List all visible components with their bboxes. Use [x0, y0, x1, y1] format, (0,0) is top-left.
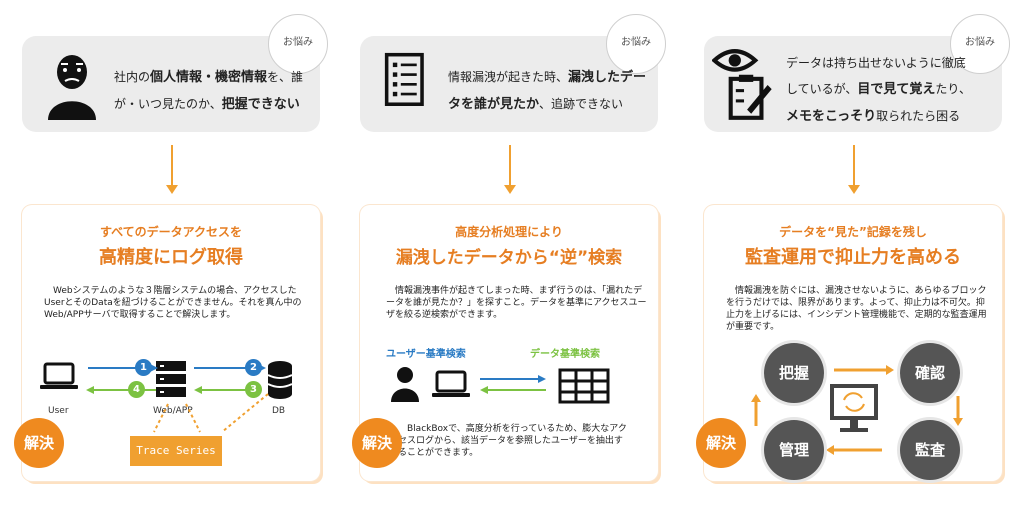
problem-text: データは持ち出せないように徹底 しているが、目で見て覚えたり、 メモをこっそり取… — [786, 56, 971, 124]
problem-card: お悩み 情報漏洩が起きた時、漏洩したデー タを誰が見たか、追跡できない — [360, 14, 666, 132]
column-log-acquisition: お悩み 社内の個人情報・機密情報を、誰 が・いつ見たのか、把握できない すべての… — [14, 0, 328, 507]
down-arrow-icon — [504, 145, 516, 195]
problem-text: 情報漏洩が起きた時、漏洩したデー タを誰が見たか、追跡できない — [448, 70, 647, 112]
eye-clipboard-icon — [712, 49, 772, 120]
search-arrows — [480, 375, 546, 394]
step-1-badge: 1 — [135, 359, 152, 376]
laptop-icon — [40, 362, 78, 389]
column-reverse-search: お悩み 情報漏洩が起きた時、漏洩したデー タを誰が見たか、追跡できない 高度分析… — [352, 0, 666, 507]
laptop-icon — [432, 370, 470, 397]
cycle-manage: 管理 — [764, 420, 824, 480]
step-2-badge: 2 — [245, 359, 262, 376]
problem-card: お悩み 社内の個人情報・機密情報を、誰 が・いつ見たのか、把握できない — [22, 14, 328, 132]
solution-badge: 解決 — [352, 418, 402, 468]
user-search-label: ユーザー基準検索 — [386, 349, 466, 360]
db-label: DB — [272, 406, 286, 416]
problem-card: お悩み データは持ち出せないように徹底 しているが、目で見て覚えたり、 メモをこ… — [704, 14, 1010, 132]
solution-body: Webシステムのような３階層システムの場合、アクセスしたUserとそのDataを… — [44, 286, 302, 320]
user-icon — [391, 367, 419, 402]
solution-title: 漏洩したデータから“逆”検索 — [395, 248, 623, 268]
database-icon — [267, 361, 293, 399]
data-search-label: データ基準検索 — [530, 349, 600, 360]
solution-badge: 解決 — [696, 418, 746, 468]
audit-cycle-arrows — [751, 365, 963, 455]
step-4-badge: 4 — [128, 381, 145, 398]
worry-badge: お悩み — [606, 14, 666, 74]
solution-title: 高精度にログ取得 — [99, 247, 243, 268]
solution-subtitle: データを“見た”記録を残し — [779, 225, 927, 239]
server-icon — [156, 361, 186, 397]
solution-badge: 解決 — [14, 418, 64, 468]
column-audit: お悩み データは持ち出せないように徹底 しているが、目で見て覚えたり、 メモをこ… — [696, 0, 1010, 507]
solution-body: 情報漏洩事件が起きてしまった時、まず行うのは、「漏れたデータを誰が見たか？」を探… — [386, 286, 647, 320]
solution-card: すべてのデータアクセスを 高精度にログ取得 Webシステムのような３階層システム… — [22, 205, 320, 481]
user-label: User — [48, 406, 69, 416]
step-3-badge: 3 — [245, 381, 262, 398]
webapp-label: Web/APP — [153, 406, 193, 416]
monitor-refresh-icon — [830, 384, 878, 432]
worried-person-icon — [48, 55, 96, 120]
down-arrow-icon — [166, 145, 178, 195]
solution-body-2: BlackBoxで、高度分析を行っているため、膨大なアクセスログから、該当データ… — [398, 424, 627, 458]
worry-badge: お悩み — [950, 14, 1010, 74]
solution-subtitle: すべてのデータアクセスを — [99, 225, 243, 239]
solution-card: 高度分析処理により 漏洩したデータから“逆”検索 情報漏洩事件が起きてしまった時… — [360, 205, 658, 481]
solution-title: 監査運用で抑止力を高める — [745, 247, 961, 268]
data-table-icon — [558, 368, 610, 404]
problem-text: 社内の個人情報・機密情報を、誰 が・いつ見たのか、把握できない — [114, 70, 304, 112]
cycle-confirm: 確認 — [900, 343, 960, 403]
worry-badge: お悩み — [268, 14, 328, 74]
solution-subtitle: 高度分析処理により — [455, 225, 563, 239]
solution-body: 情報漏洩を防ぐには、漏洩させないように、あらゆるブロックを行うだけでは、限界があ… — [726, 286, 987, 332]
cycle-audit: 監査 — [900, 420, 960, 480]
flow-arrows — [86, 364, 269, 433]
list-document-icon — [384, 52, 424, 106]
trace-series-box: Trace Series — [130, 436, 222, 466]
down-arrow-icon — [848, 145, 860, 195]
cycle-grasp: 把握 — [764, 343, 824, 403]
